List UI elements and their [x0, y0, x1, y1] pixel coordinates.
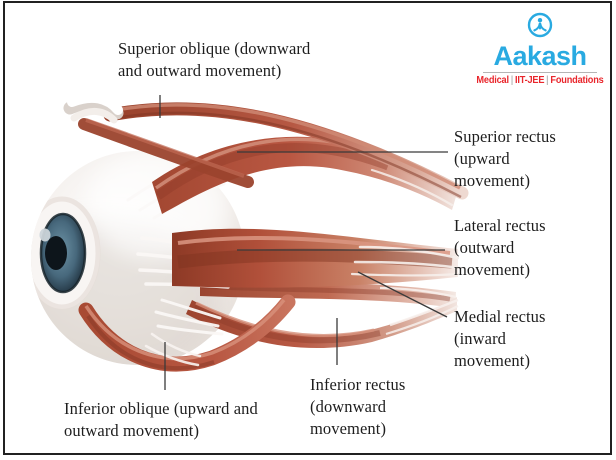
label-inferior-oblique: Inferior oblique (upward and outward mov…: [64, 399, 258, 440]
pupil: [45, 236, 67, 270]
tagline-foundations: Foundations: [550, 75, 604, 86]
tagline-separator: |: [510, 75, 514, 86]
trochlea: [63, 92, 124, 124]
label-medial-rectus: Medial rectus (inward movement): [454, 307, 546, 370]
aakash-logo: Aakash Medical|IIT-JEE|Foundations: [470, 11, 610, 86]
aakash-logo-icon: [527, 12, 553, 38]
callout-lines: [159, 95, 448, 390]
tagline-medical: Medical: [476, 75, 509, 86]
superior-oblique-muscle: [63, 92, 469, 200]
superior-rectus-muscle: [126, 136, 462, 220]
label-superior-oblique: Superior oblique (downward and outward m…: [118, 39, 311, 80]
tagline-separator: |: [546, 75, 549, 86]
logo-divider: [483, 72, 597, 73]
tagline-iitjee: IIT-JEE: [514, 75, 545, 86]
callout-medial-rectus: [357, 271, 448, 318]
logo-brand-text: Aakash: [493, 41, 587, 71]
logo-tagline: Medical|IIT-JEE|Foundations: [476, 75, 605, 86]
iris-highlight: [39, 228, 51, 242]
lateral-rectus-muscle: [136, 228, 461, 289]
label-inferior-rectus: Inferior rectus (downward movement): [310, 375, 406, 438]
label-superior-rectus: Superior rectus (upward movement): [454, 127, 556, 190]
label-lateral-rectus: Lateral rectus (outward movement): [454, 216, 546, 279]
inferior-oblique-muscle: [78, 294, 296, 372]
inferior-tendon-striations: [154, 298, 224, 336]
iris: [39, 212, 87, 294]
